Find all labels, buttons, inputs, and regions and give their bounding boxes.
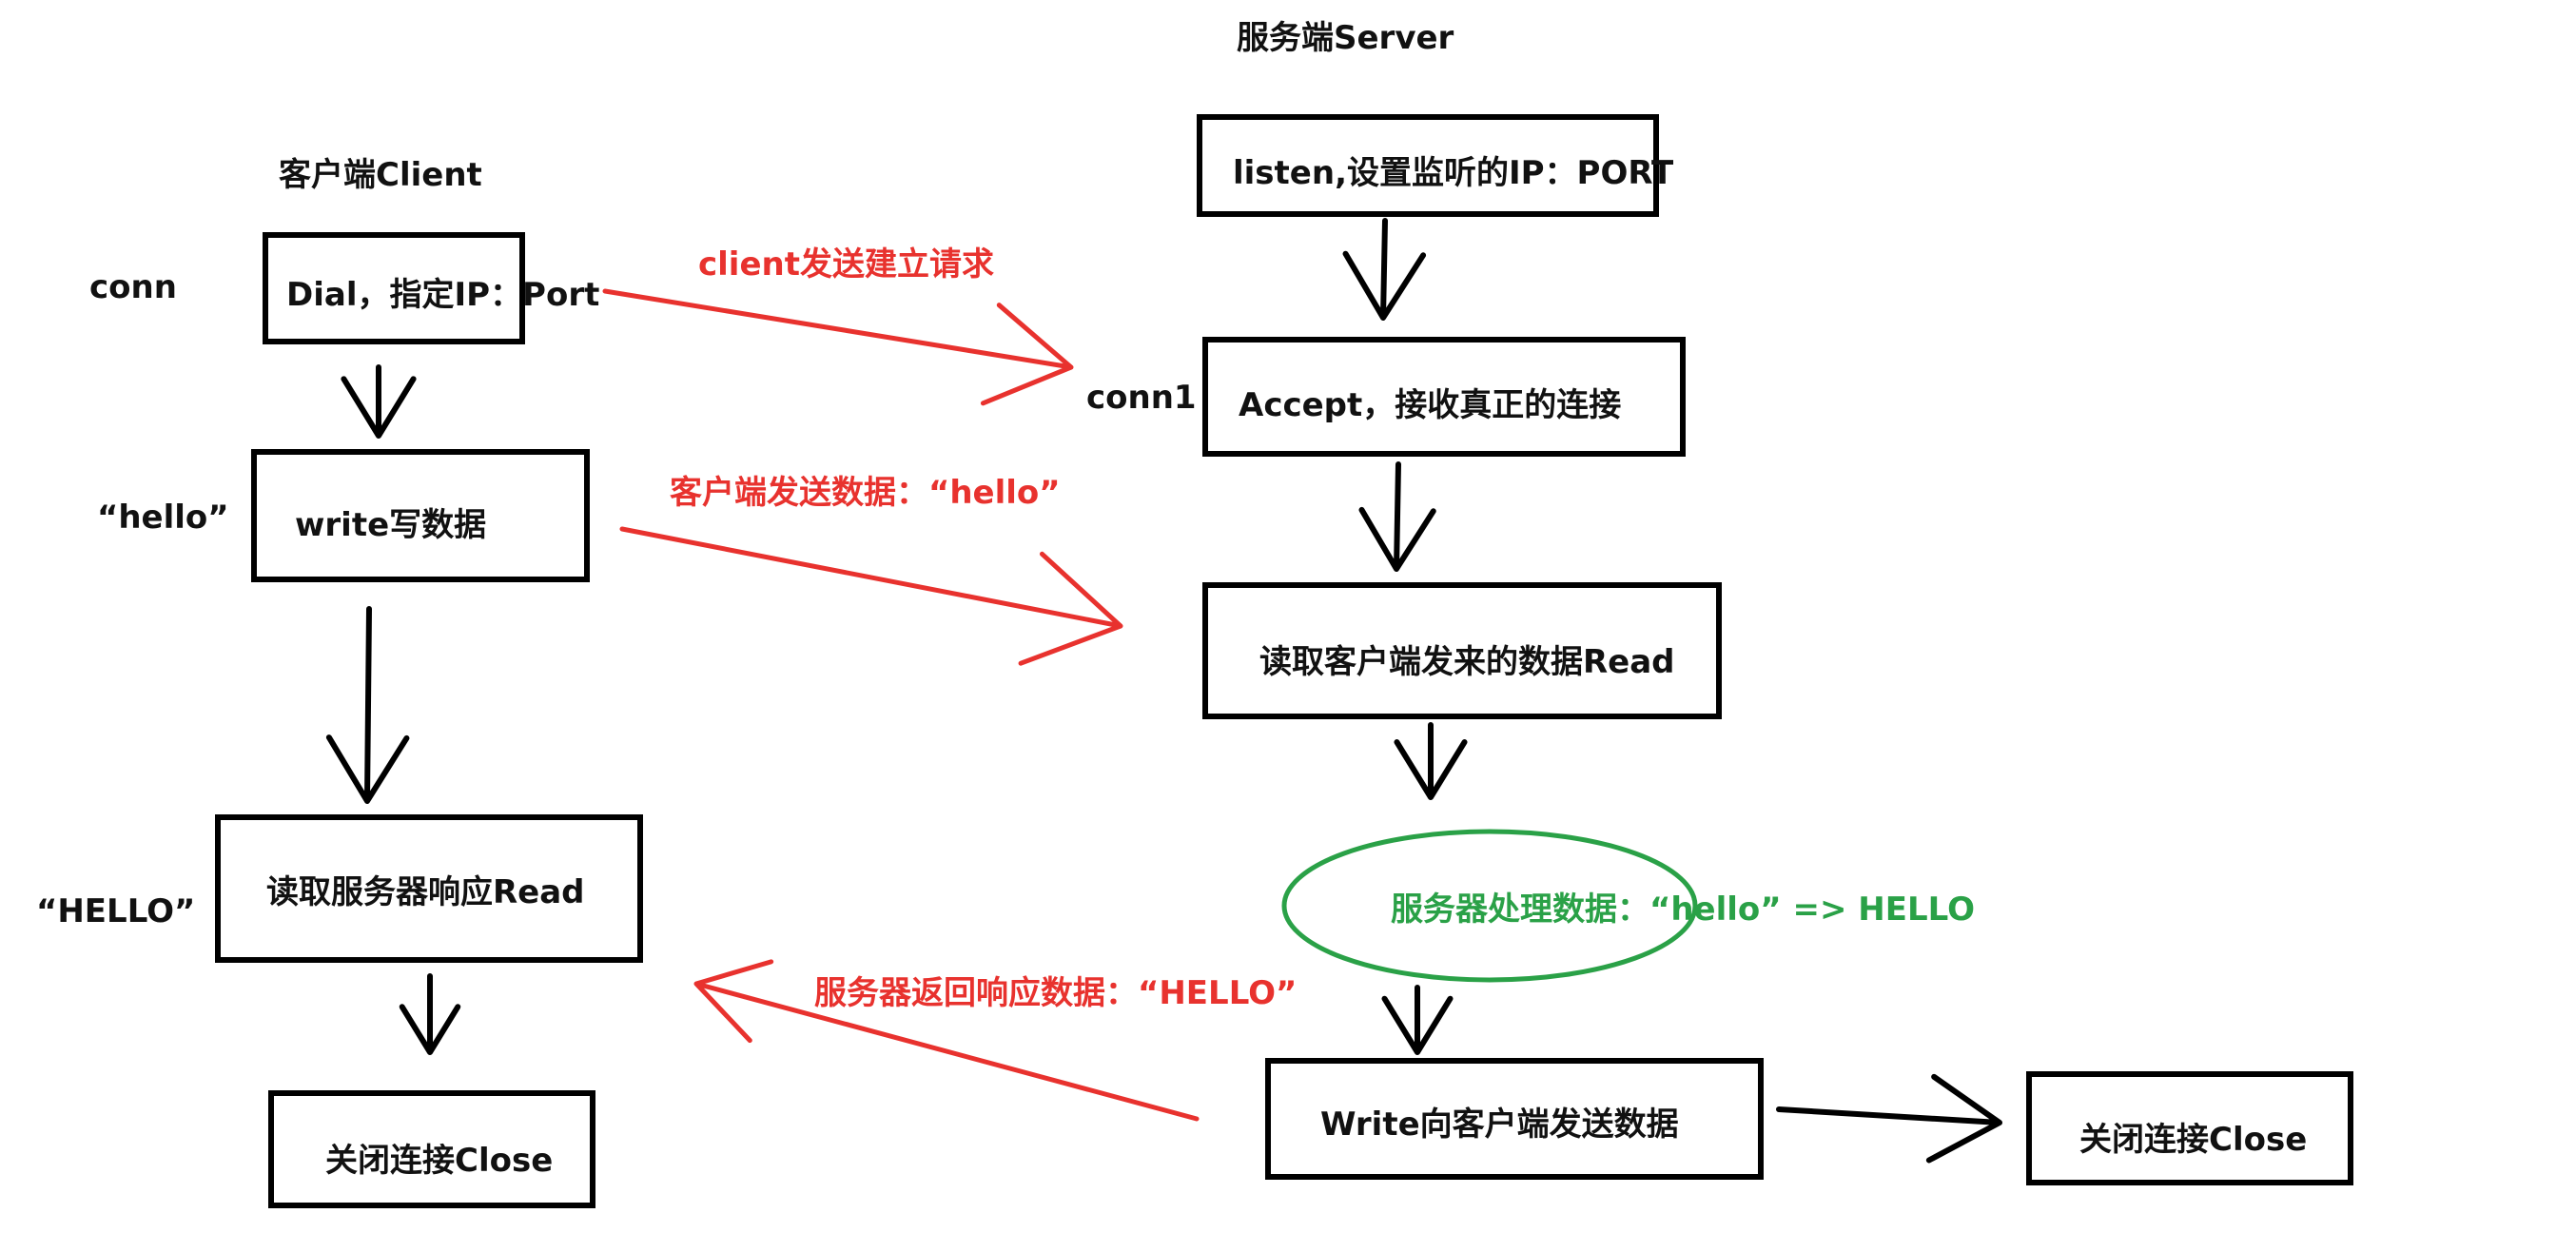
server-accept-box: Accept，接收真正的连接: [1202, 337, 1686, 457]
arrow-listen-to-accept: [1342, 218, 1427, 321]
process-ellipse: [1281, 829, 1698, 983]
arrow-write-to-close: [1776, 1073, 2002, 1164]
server-write-label: Write向客户端发送数据: [1320, 1106, 1679, 1144]
process-label: 服务器处理数据：“hello” => HELLO: [1391, 890, 1975, 929]
connect-request-label: client发送建立请求: [698, 245, 994, 284]
server-close-box: 关闭连接Close: [2026, 1071, 2353, 1185]
return-data-label: 服务器返回响应数据：“HELLO”: [814, 974, 1298, 1012]
server-read-box: 读取客户端发来的数据Read: [1202, 582, 1722, 719]
arrow-accept-to-read: [1358, 461, 1436, 572]
client-close-box: 关闭连接Close: [268, 1090, 595, 1208]
conn-label: conn: [89, 268, 177, 306]
server-write-box: Write向客户端发送数据: [1265, 1058, 1764, 1180]
hello-upper-label: “HELLO”: [36, 892, 196, 930]
server-accept-label: Accept，接收真正的连接: [1239, 386, 1622, 424]
client-read-label: 读取服务器响应Read: [266, 873, 585, 911]
client-write-label: write写数据: [295, 506, 487, 544]
arrow-send-data: [619, 526, 1123, 666]
client-read-box: 读取服务器响应Read: [215, 814, 643, 963]
arrow-read-to-close: [399, 973, 461, 1055]
hello-label: “hello”: [97, 499, 229, 537]
send-data-label: 客户端发送数据：“hello”: [670, 474, 1061, 512]
client-close-label: 关闭连接Close: [325, 1142, 554, 1180]
arrow-read-to-process: [1394, 722, 1468, 800]
server-listen-box: listen,设置监听的IP：PORT: [1197, 114, 1673, 217]
client-dial-box: Dial，指定IP：Port: [263, 232, 599, 344]
arrow-return-data: [693, 959, 1200, 1122]
client-write-box: write写数据: [251, 449, 590, 582]
server-title: 服务端Server: [1237, 19, 1454, 57]
server-read-label: 读取客户端发来的数据Read: [1259, 643, 1675, 681]
arrow-write-to-read: [325, 606, 410, 804]
arrow-process-to-write: [1381, 985, 1454, 1055]
conn1-label: conn1: [1086, 379, 1197, 417]
server-close-label: 关闭连接Close: [2079, 1121, 2308, 1159]
arrow-connect-request: [602, 288, 1074, 406]
client-title: 客户端Client: [279, 156, 482, 194]
arrow-dial-to-write: [341, 364, 417, 439]
client-dial-label: Dial，指定IP：Port: [286, 276, 600, 314]
server-listen-label: listen,设置监听的IP：PORT: [1233, 154, 1674, 192]
